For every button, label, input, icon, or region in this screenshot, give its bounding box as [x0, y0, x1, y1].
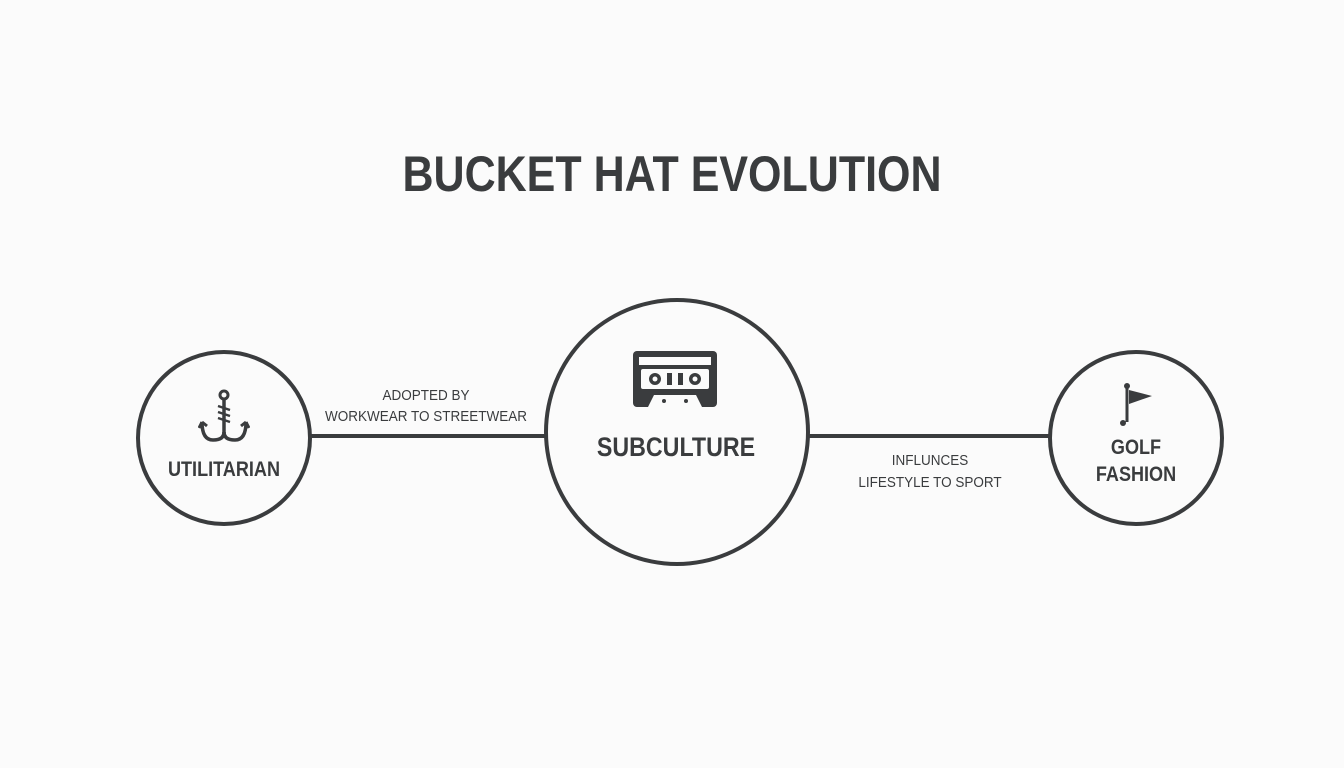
diagram-title: BUCKET HAT EVOLUTION [402, 146, 942, 202]
node-subculture-circle [544, 298, 810, 566]
node-utilitarian-circle [136, 350, 312, 526]
node-utilitarian-label: UTILITARIAN [167, 458, 281, 481]
edge-1-label-line1: ADOPTED BY [382, 387, 470, 404]
cassette-tape-icon [633, 351, 717, 407]
node-golf-fashion-label-line2: FASHION [1095, 463, 1177, 486]
node-golf-fashion-label-line1: GOLF [1110, 436, 1162, 459]
node-golf-fashion-circle [1048, 350, 1224, 526]
edge-2-label-line2: LIFESTYLE TO SPORT [858, 474, 1002, 491]
fishing-hook-icon [198, 389, 250, 442]
connector-subculture-golf [806, 434, 1052, 438]
edge-2-label-line1: INFLUNCES [891, 452, 969, 469]
golf-flag-icon [1120, 383, 1152, 426]
connector-utilitarian-subculture [308, 434, 548, 438]
edge-1-label-line2: WORKWEAR TO STREETWEAR [324, 408, 528, 425]
node-subculture-label: SUBCULTURE [596, 432, 756, 462]
